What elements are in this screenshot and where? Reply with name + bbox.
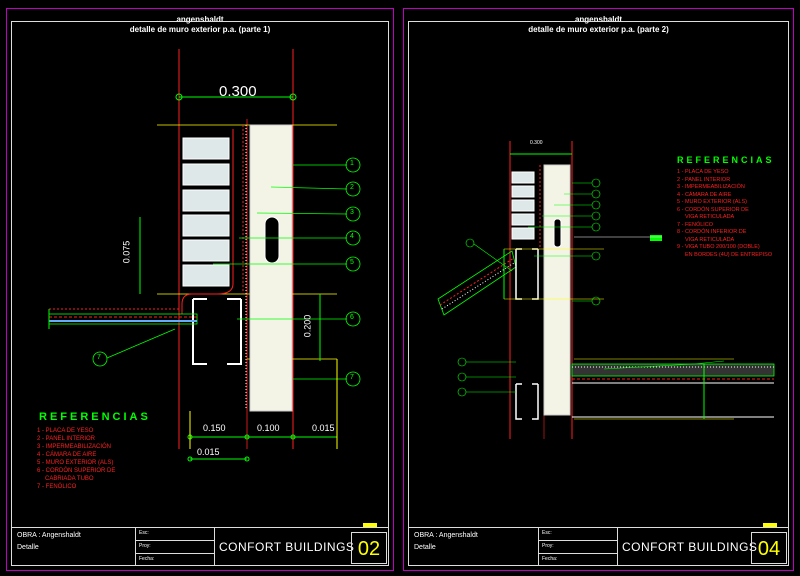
ref-item: 1 - PLACA DE YESO bbox=[677, 169, 729, 175]
ref-item: 8 - CORDÓN INFERIOR DE bbox=[677, 229, 747, 235]
company-name: CONFORT BUILDINGS bbox=[622, 540, 758, 554]
field-fecha: Fecha: bbox=[542, 556, 558, 562]
drawing-frame bbox=[11, 21, 389, 566]
sheet-number: 02 bbox=[351, 532, 387, 564]
ref-item: 6 - CORDÓN SUPERIOR DE bbox=[677, 206, 749, 213]
drawing-frame bbox=[408, 21, 789, 566]
references-list: 1 - PLACA DE YESO 2 - PANEL INTERIOR 3 -… bbox=[37, 427, 115, 491]
callout-2: 2 bbox=[350, 184, 354, 191]
drawing-sheet-2: angenshaldt detalle de muro exterior p.a… bbox=[403, 8, 794, 571]
callout-7: 7 bbox=[350, 374, 354, 381]
dim-b4: 0.015 bbox=[197, 447, 220, 457]
ref-item: 3 - IMPERMEABILIZACIÓN bbox=[677, 184, 745, 190]
references-title: REFERENCIAS bbox=[677, 155, 775, 165]
obra-label: OBRA : Angenshaldt bbox=[17, 532, 81, 539]
number-marker bbox=[763, 523, 777, 527]
dim-left: 0.075 bbox=[121, 240, 132, 264]
dim-b1: 0.150 bbox=[203, 423, 226, 433]
ref-item: VIGA RETICULADA bbox=[685, 214, 735, 220]
ref-item: 6 - CORDÓN SUPERIOR DE bbox=[37, 468, 116, 474]
wall-detail-drawing bbox=[48, 49, 361, 462]
callout-6: 6 bbox=[350, 314, 354, 321]
dim-top: 0.300 bbox=[219, 83, 257, 100]
ref-item: 3 - IMPERMEABILIZACIÓN bbox=[37, 444, 112, 450]
dim-top: 0.300 bbox=[530, 140, 543, 146]
detalle-label: Detalle bbox=[414, 544, 436, 551]
ref-item: 2 - PANEL INTERIOR bbox=[37, 436, 96, 442]
field-esc: Esc: bbox=[539, 528, 617, 541]
number-marker bbox=[363, 523, 377, 527]
ref-item: 5 - MURO EXTERIOR (ALS) bbox=[677, 199, 747, 205]
detail-title: detalle de muro exterior p.a. (parte 1) bbox=[129, 25, 271, 34]
sheet-number: 04 bbox=[751, 532, 787, 564]
dim-b2: 0.100 bbox=[257, 423, 280, 433]
company-name: CONFORT BUILDINGS bbox=[219, 540, 355, 554]
ref-item: VIGA RETICULADA bbox=[685, 236, 735, 243]
ref-item: EN BORDES (4U) DE ENTREPISO bbox=[685, 251, 773, 258]
callout-5: 5 bbox=[350, 259, 354, 266]
title-block: OBRA : Angenshaldt Detalle Esc: Proy: Fe… bbox=[11, 523, 389, 566]
ref-item: 7 - FENÓLICO bbox=[37, 484, 77, 490]
project-title: angenshaldt bbox=[176, 15, 224, 24]
title-block: OBRA : Angenshaldt Detalle Esc: Proy: Fe… bbox=[408, 523, 789, 566]
ref-item: 7 - FENÓLICO bbox=[677, 221, 714, 228]
callout-3: 3 bbox=[350, 209, 354, 216]
references-title: REFERENCIAS bbox=[39, 411, 151, 423]
ref-item: 4 - CÁMARA DE AIRE bbox=[37, 452, 97, 458]
project-title: angenshaldt bbox=[574, 15, 623, 24]
field-fecha: Fecha: bbox=[139, 556, 155, 562]
detalle-label: Detalle bbox=[17, 544, 39, 551]
sheet-title: angenshaldt detalle de muro exterior p.a… bbox=[7, 15, 393, 35]
drawing-sheet-1: angenshaldt detalle de muro exterior p.a… bbox=[6, 8, 394, 571]
callout-4: 4 bbox=[350, 233, 354, 240]
ref-item: 9 - VIGA TUBO 200/100 (DOBLE) bbox=[677, 244, 760, 250]
callout-7b: 7 bbox=[97, 354, 101, 361]
dim-b3: 0.015 bbox=[312, 423, 335, 433]
ref-item: 4 - CÁMARA DE AIRE bbox=[677, 191, 732, 198]
ref-item: CABRIADA TUBO bbox=[45, 476, 94, 482]
detail-title: detalle de muro exterior p.a. (parte 2) bbox=[528, 25, 669, 34]
field-proy: Proy: bbox=[136, 541, 214, 554]
dim-mid: 0.200 bbox=[302, 314, 313, 338]
ref-item: 1 - PLACA DE YESO bbox=[37, 428, 94, 434]
title-block-fields: Esc: Proy: Fecha: bbox=[135, 528, 215, 566]
ref-item: 2 - PANEL INTERIOR bbox=[677, 176, 731, 183]
ref-item: 5 - MURO EXTERIOR (ALS) bbox=[37, 460, 114, 466]
references-list: 1 - PLACA DE YESO 2 - PANEL INTERIOR 3 -… bbox=[677, 169, 772, 259]
callout-1: 1 bbox=[350, 160, 354, 167]
wall-detail-drawing bbox=[437, 141, 775, 439]
field-esc: Esc: bbox=[136, 528, 214, 541]
title-block-fields: Esc: Proy: Fecha: bbox=[538, 528, 618, 566]
obra-label: OBRA : Angenshaldt bbox=[414, 532, 478, 539]
sheet-title: angenshaldt detalle de muro exterior p.a… bbox=[404, 15, 793, 35]
field-proy: Proy: bbox=[539, 541, 617, 554]
